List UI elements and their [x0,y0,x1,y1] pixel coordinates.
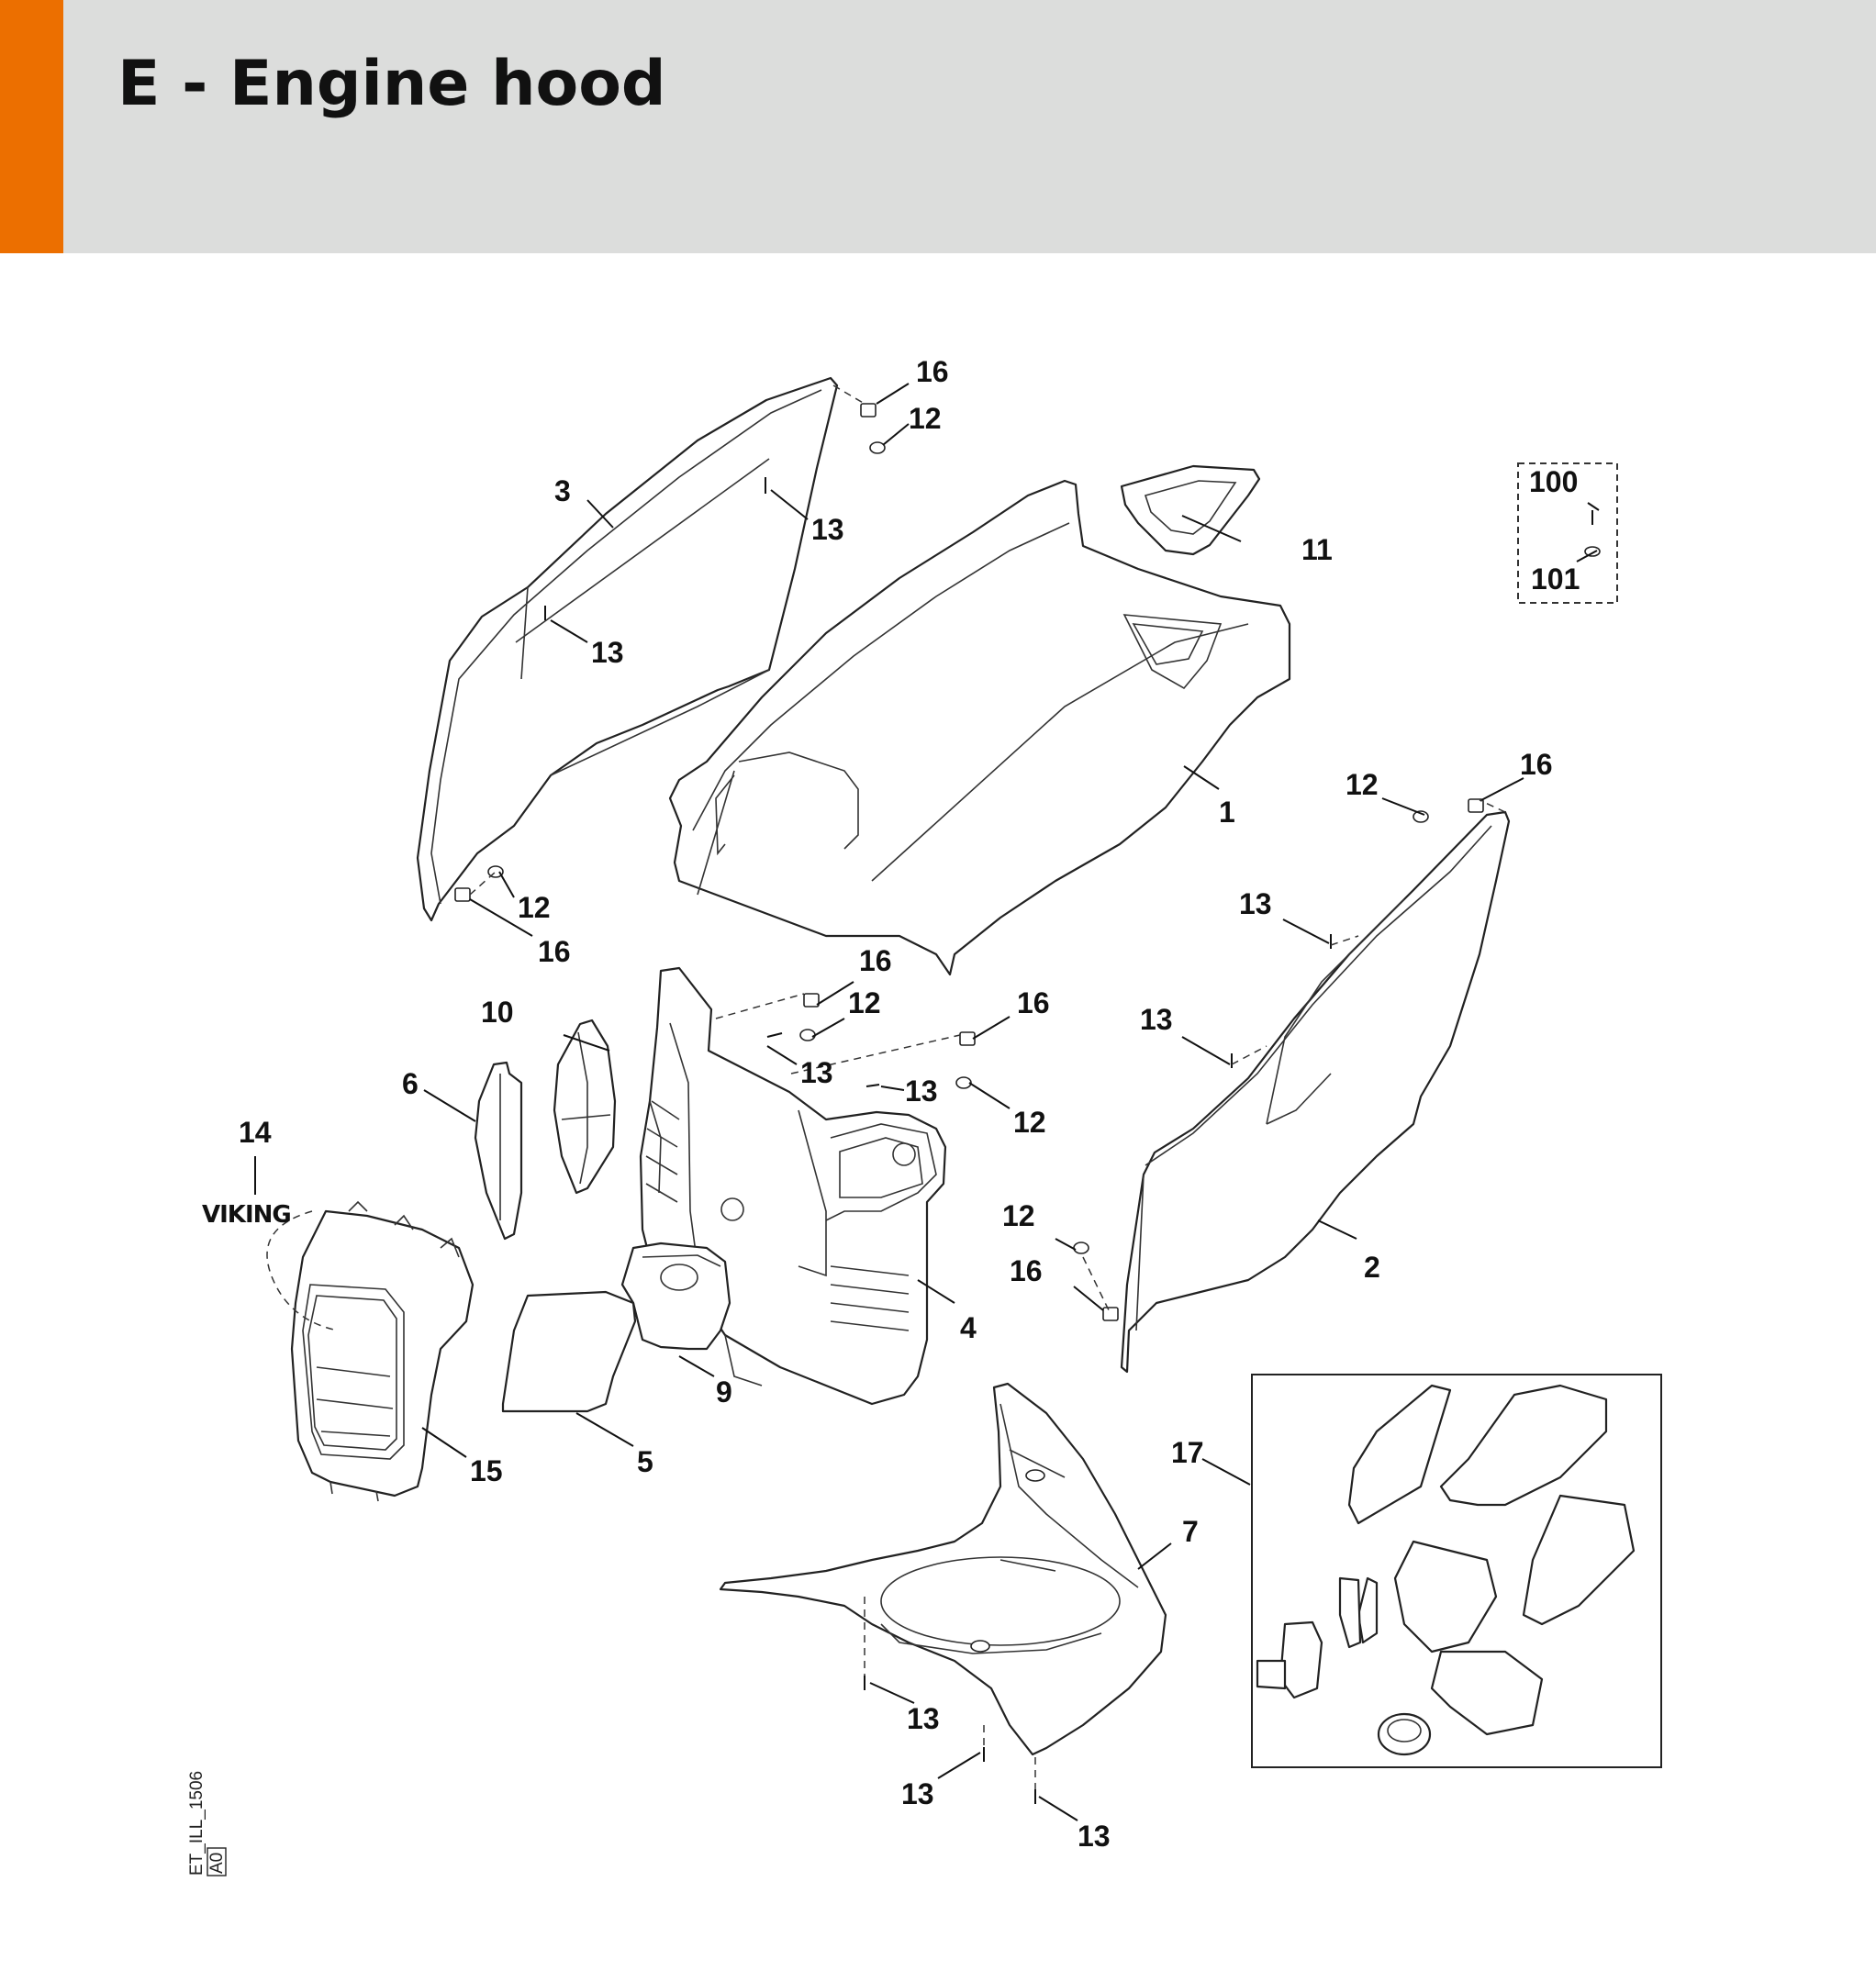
callout-12-center: 12 [1013,1106,1046,1139]
callout-14: 14 [239,1116,272,1149]
callout-11: 11 [1301,533,1333,566]
callout-7: 7 [1182,1515,1199,1548]
part-14-brand-emblem: VIKING [202,1201,292,1229]
part-2-right-side-panel [1120,810,1511,1374]
part-7-lower-front-pan [719,1382,1167,1756]
callout-10: 10 [481,996,514,1029]
part-15-front-cover [290,1200,475,1502]
callout-13-right-upper: 13 [1239,887,1272,920]
callout-6: 6 [402,1067,419,1100]
callout-13-center: 13 [905,1075,938,1108]
callout-12-mid: 12 [848,986,881,1019]
kit-box [1517,462,1618,604]
part-10-grille-insert [553,1019,617,1195]
part-11-vent-insert [1120,464,1261,556]
part-1-engine-hood [668,479,1291,976]
callout-16-left: 16 [538,935,571,968]
callout-100: 100 [1529,465,1578,498]
part-9-headlight-housing [620,1242,731,1351]
callout-13-top: 13 [811,513,844,546]
callout-15: 15 [470,1454,503,1487]
callout-4: 4 [960,1311,977,1344]
page-title: E - Engine hood [117,48,666,120]
part-3-left-side-panel [416,376,839,922]
part-17-overview-inset [1251,1374,1662,1768]
callout-13-pan-right: 13 [1078,1820,1111,1853]
callout-13-pan-left: 13 [907,1702,940,1735]
callout-labels: 1 2 3 4 5 6 7 9 10 11 14 15 17 100 101 1… [239,355,1580,1853]
callout-12-right: 12 [1346,768,1379,801]
callout-13-left: 13 [591,636,624,669]
page-header: E - Engine hood [0,0,1876,253]
header-accent-bar [0,0,63,253]
callout-101: 101 [1531,562,1580,596]
callout-5: 5 [637,1445,653,1478]
callout-16-mid: 16 [859,944,892,977]
callout-leaders [254,383,1600,1821]
callout-2: 2 [1364,1251,1380,1284]
fastener-hardware [454,403,1601,1804]
callout-13-right-lower: 13 [1140,1003,1173,1036]
callout-16-top: 16 [916,355,949,388]
callout-1: 1 [1219,796,1235,829]
callout-16-right: 16 [1520,748,1553,781]
part-6-side-grille [474,1061,523,1241]
brand-emblem-text: VIKING [202,1201,291,1229]
callout-12-lower: 12 [1002,1199,1035,1232]
callout-16-center: 16 [1017,986,1050,1019]
callout-13-mid: 13 [800,1056,833,1089]
drawing-code-block: ET_ILL_1506 A0 [187,1771,227,1876]
callout-3: 3 [554,474,571,507]
revision-code: A0 [207,1853,227,1874]
callout-12-top: 12 [909,402,942,435]
assembly-dash-lines [266,384,1506,1789]
callout-16-lower: 16 [1010,1254,1043,1287]
callout-17: 17 [1171,1436,1204,1469]
part-5-headlight-lens [501,1290,637,1413]
callout-9: 9 [716,1375,732,1409]
drawing-code: ET_ILL_1506 [187,1771,207,1876]
callout-13-pan-mid: 13 [901,1777,934,1810]
callout-12-left: 12 [518,891,551,924]
